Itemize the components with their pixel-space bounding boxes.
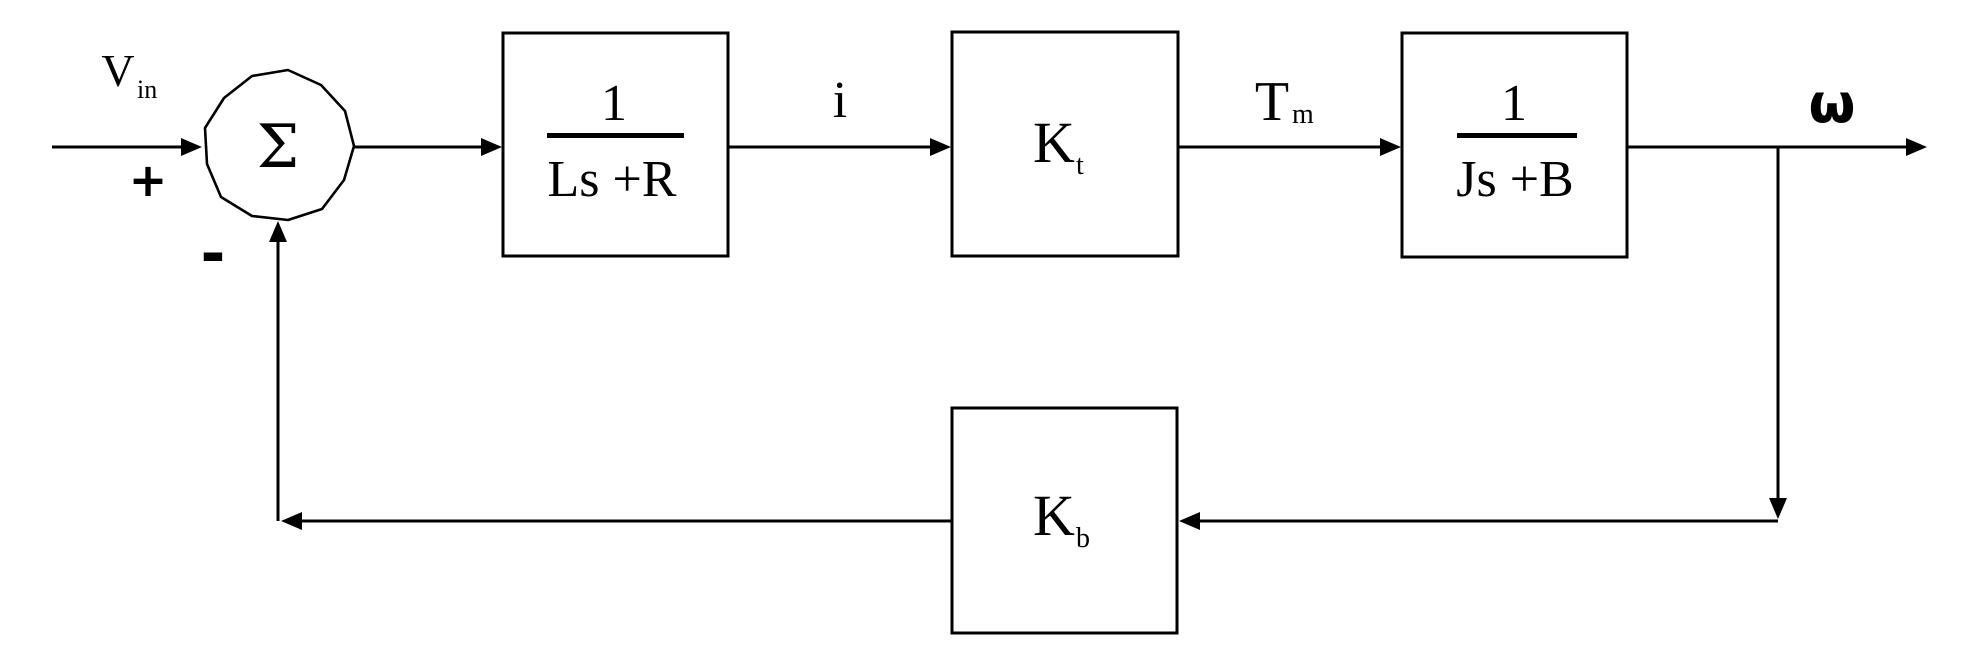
mechanical-block <box>1400 31 1629 259</box>
mechanical-numerator: 1 <box>1501 75 1527 132</box>
torque-constant-label: K <box>1033 110 1075 175</box>
current-signal-label: i <box>833 72 847 129</box>
torque-constant-block <box>950 30 1180 258</box>
input-arrowhead-icon <box>181 138 202 156</box>
electrical-denominator: Ls +R <box>547 151 676 208</box>
speed-signal-label: ω <box>1809 72 1856 135</box>
kt-to-mechanical-arrowhead-icon <box>1380 138 1401 156</box>
input-label-subscript: in <box>137 75 157 104</box>
feedback-into-kb-arrowhead-icon <box>1179 512 1200 530</box>
electrical-numerator: 1 <box>601 75 627 132</box>
sum-to-electrical-arrowhead-icon <box>481 138 502 156</box>
summing-junction-symbol: Σ <box>257 112 299 182</box>
output-arrowhead-icon <box>1906 138 1927 156</box>
electrical-block <box>501 31 730 258</box>
mechanical-fraction-bar <box>1457 133 1577 138</box>
mechanical-denominator: Js +B <box>1456 151 1573 208</box>
feedback-down-arrowhead-icon <box>1769 498 1787 519</box>
back-emf-label: K <box>1033 483 1075 548</box>
torque-constant-subscript: t <box>1076 150 1084 181</box>
input-label: V <box>101 45 134 96</box>
plus-sign: + <box>129 153 168 207</box>
feedback-corner-arrowhead-icon <box>281 512 302 530</box>
electrical-to-kt-arrowhead-icon <box>930 138 951 156</box>
back-emf-block <box>950 406 1179 635</box>
torque-signal-label: T <box>1255 71 1289 133</box>
back-emf-subscript: b <box>1076 523 1090 554</box>
torque-signal-subscript: m <box>1292 99 1314 130</box>
electrical-fraction-bar <box>547 133 684 138</box>
summing-junction-circle <box>203 68 356 222</box>
minus-sign: - <box>201 219 226 289</box>
feedback-into-sum-arrowhead-icon <box>269 221 287 242</box>
